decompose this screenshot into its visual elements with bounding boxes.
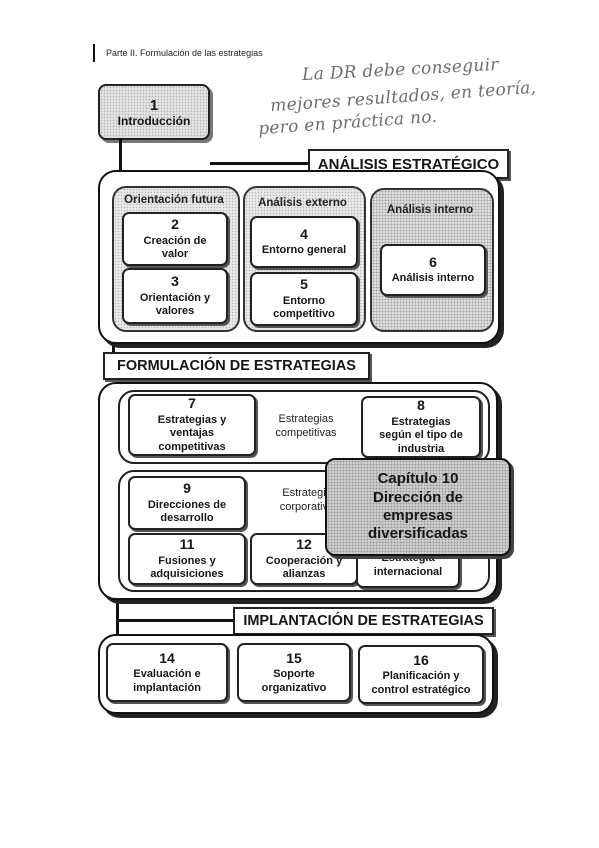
section-title-formulacion: FORMULACIÓN DE ESTRATEGIAS xyxy=(103,352,370,380)
box-number: 9 xyxy=(183,480,191,496)
label-line: competitivas xyxy=(275,427,337,440)
connector-line xyxy=(119,138,122,178)
box-16: 16 Planificación y control estratégico xyxy=(358,645,484,704)
box-number: 4 xyxy=(300,225,308,242)
competitive-strategies-label: Estrategias competitivas xyxy=(256,412,356,441)
box-7: 7 Estrategias y ventajas competitivas xyxy=(128,394,256,456)
box-number: 6 xyxy=(429,253,437,270)
label-line: corporativa xyxy=(279,501,335,514)
section-rule xyxy=(116,619,236,622)
box-2: 2 Creación de valor xyxy=(122,212,228,266)
connector-line xyxy=(116,596,119,636)
intro-box: 1 Introducción xyxy=(98,84,210,140)
box-label-line: Direcciones de xyxy=(147,498,227,511)
box-number: 2 xyxy=(171,216,179,232)
box-label-line: competitivas xyxy=(158,441,226,454)
box-label-line: desarrollo xyxy=(160,512,214,525)
chapter-line: Capítulo 10 xyxy=(377,470,459,488)
box-14: 14 Evaluación e implantación xyxy=(106,643,228,702)
box-number: 12 xyxy=(296,536,312,552)
box-8: 8 Estrategias según el tipo de industria xyxy=(361,396,481,458)
box-6: 6 Análisis interno xyxy=(380,244,486,296)
box-label-line: alianzas xyxy=(282,568,326,581)
box-label-line: Entorno general xyxy=(261,244,347,257)
box-label-line: Planificación y xyxy=(382,670,460,682)
section-title-implantacion: IMPLANTACIÓN DE ESTRATEGIAS xyxy=(233,607,494,635)
page-margin-bar xyxy=(93,44,95,62)
box-label-line: Estrategias xyxy=(391,415,451,428)
box-label-line: industria xyxy=(397,443,445,456)
box-number: 16 xyxy=(413,651,429,668)
box-label-line: Orientación y xyxy=(139,291,211,304)
box-label-line: Evaluación e xyxy=(133,668,201,680)
box-label-line: internacional xyxy=(373,566,443,578)
box-label-line: control estratégico xyxy=(371,683,471,696)
box-label-line: implantación xyxy=(133,681,201,694)
handwritten-note-line-1: La DR debe conseguir xyxy=(301,54,500,86)
chapter-line: Dirección de xyxy=(372,488,464,506)
chapter-10-highlight: Capítulo 10 Dirección de empresas divers… xyxy=(325,458,511,556)
column-title: Análisis interno xyxy=(386,204,474,216)
box-label-line: Análisis interno xyxy=(391,272,475,285)
box-label-line: según el tipo de xyxy=(379,429,463,442)
box-label-line: Soporte xyxy=(273,668,315,680)
box-label-line: organizativo xyxy=(261,681,327,694)
box-label-line: Cooperación y xyxy=(265,554,343,567)
column-title: Análisis externo xyxy=(258,197,347,209)
box-number: 15 xyxy=(286,649,302,666)
chapter-line: diversificadas xyxy=(367,525,469,543)
intro-number: 1 xyxy=(149,96,159,114)
box-4: 4 Entorno general xyxy=(250,216,358,268)
box-9: 9 Direcciones de desarrollo xyxy=(128,476,246,530)
intro-label: Introducción xyxy=(117,113,191,128)
box-label-line: Fusiones y xyxy=(158,554,216,567)
box-number: 8 xyxy=(417,397,425,414)
label-line: Estrategias xyxy=(278,413,334,425)
box-number: 14 xyxy=(159,649,175,666)
box-15: 15 Soporte organizativo xyxy=(237,643,351,702)
column-title: Orientación futura xyxy=(124,194,224,206)
box-label-line: valores xyxy=(155,305,195,318)
box-label-line: ventajas xyxy=(169,427,215,440)
box-number: 11 xyxy=(179,536,195,552)
label-line: Estrategia xyxy=(282,487,332,499)
box-11: 11 Fusiones y adquisiciones xyxy=(128,533,246,585)
box-label-line: Estrategias y xyxy=(157,413,227,426)
box-3: 3 Orientación y valores xyxy=(122,268,228,324)
section-rule xyxy=(210,162,310,165)
box-number: 5 xyxy=(300,276,308,292)
box-label-line: Creación de xyxy=(143,234,207,247)
chapter-line: empresas xyxy=(382,507,454,524)
running-header: Parte II. Formulación de las estrategias xyxy=(106,48,263,58)
box-label-line: valor xyxy=(161,248,189,261)
box-number: 3 xyxy=(171,273,179,289)
box-label-line: Entorno xyxy=(282,294,326,307)
box-label-line: adquisiciones xyxy=(150,568,224,581)
box-label-line: competitivo xyxy=(273,308,335,321)
box-5: 5 Entorno competitivo xyxy=(250,272,358,326)
corporate-strategy-label: Estrategia corporativa xyxy=(252,486,362,515)
box-number: 7 xyxy=(188,395,196,412)
